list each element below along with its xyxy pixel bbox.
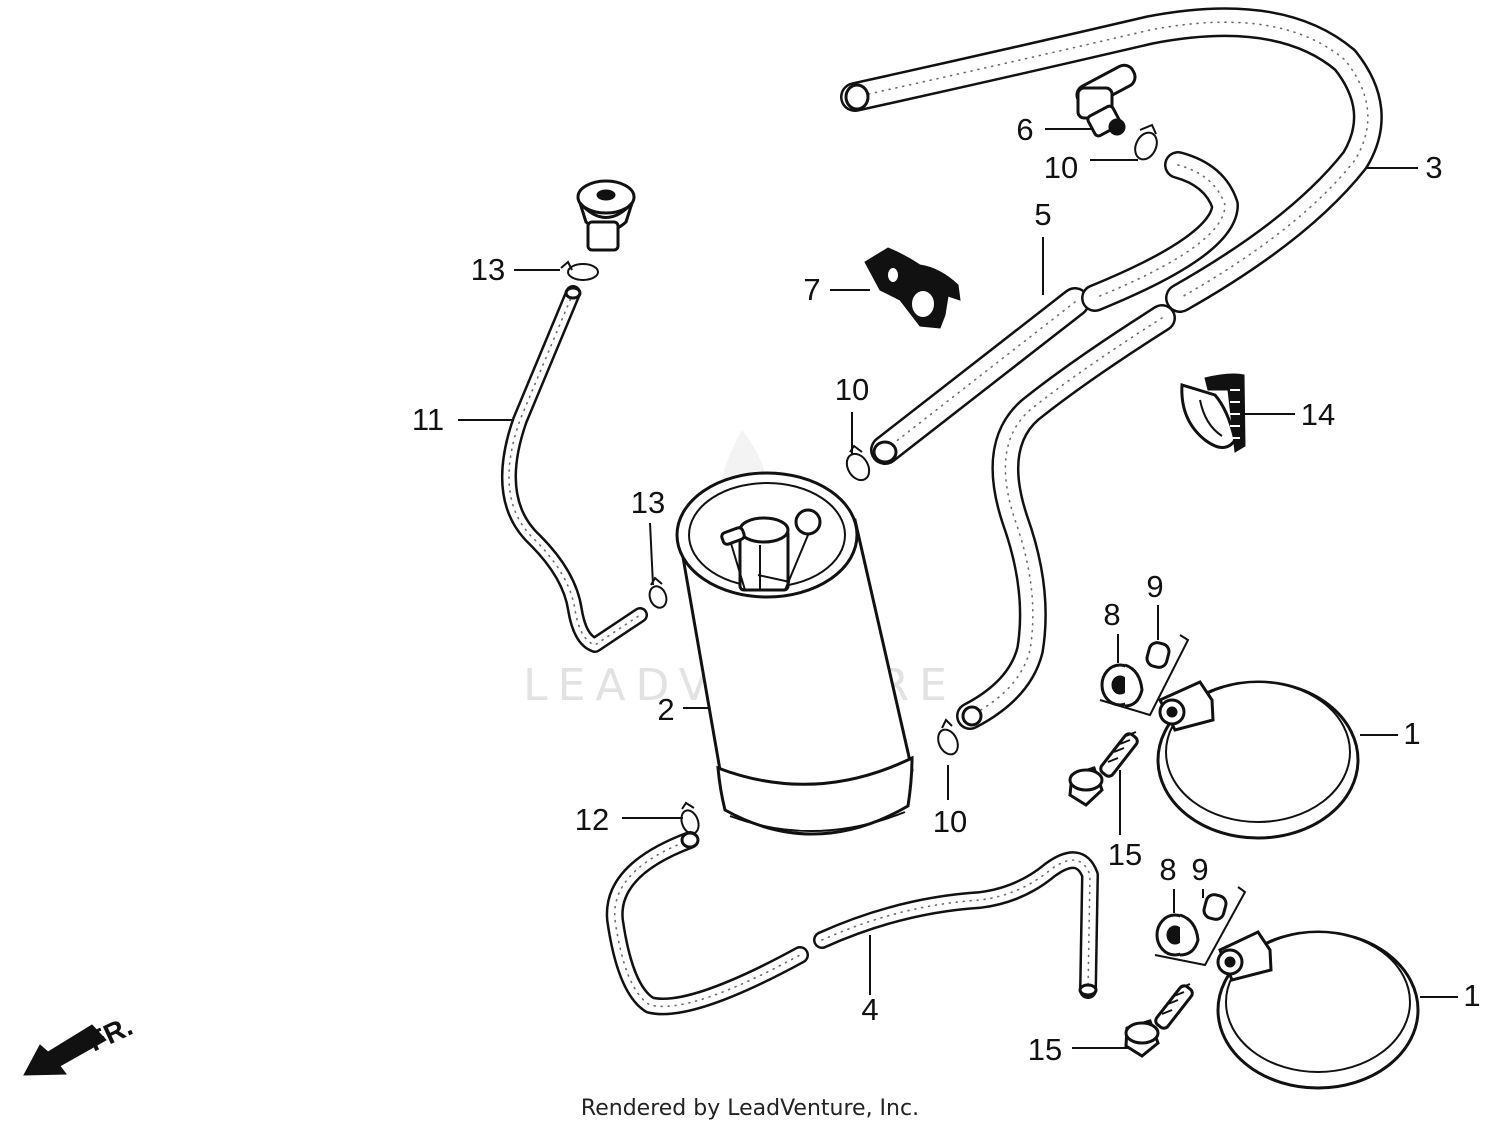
leader-line — [649, 522, 654, 586]
callout-c14: 14 — [1301, 397, 1335, 432]
hose-end-opening — [680, 831, 700, 849]
hose-end-opening — [844, 83, 870, 111]
callout-c1b: 1 — [1463, 978, 1480, 1013]
hose-5-lower — [870, 287, 1090, 465]
callout-c8a: 8 — [1103, 597, 1120, 632]
hose-4-left — [605, 831, 809, 1016]
callout-c13a: 13 — [471, 252, 505, 287]
hose-3-branch — [956, 304, 1176, 730]
clip-13-top — [560, 260, 599, 281]
callout-c2: 2 — [657, 692, 674, 727]
callout-c10b: 10 — [835, 372, 869, 407]
hose-bracket — [864, 247, 961, 329]
callout-c5: 5 — [1034, 197, 1051, 232]
clip-13-mid — [648, 576, 668, 609]
callout-c10c: 10 — [933, 804, 967, 839]
canister — [675, 471, 914, 836]
callout-c3: 3 — [1425, 150, 1442, 185]
hose-end-opening — [564, 286, 582, 300]
elbow-fitting — [1075, 63, 1137, 138]
clip-10-top — [1134, 123, 1158, 161]
vent-cap — [576, 179, 636, 252]
hose-4-right — [813, 851, 1099, 999]
collar-lower — [1154, 886, 1247, 967]
callout-c15a: 15 — [1108, 837, 1142, 872]
callout-c15b: 15 — [1028, 1032, 1062, 1067]
hose-end-opening — [872, 440, 898, 464]
flange-bolt-upper — [1068, 731, 1139, 807]
footer-credit: Rendered by LeadVenture, Inc. — [580, 1096, 920, 1121]
hose-clip — [1180, 373, 1246, 453]
callout-c9b: 9 — [1191, 852, 1208, 887]
callout-c11: 11 — [412, 402, 444, 437]
front-direction-label: FR. — [83, 1010, 137, 1057]
hose-11 — [500, 285, 648, 653]
callout-c12: 12 — [575, 802, 609, 837]
callout-c8b: 8 — [1159, 852, 1176, 887]
callout-c7: 7 — [803, 272, 820, 307]
callout-c1a: 1 — [1403, 716, 1420, 751]
clip-12 — [680, 801, 700, 835]
hose-3-upper — [840, 7, 1383, 313]
clip-10-low — [937, 718, 959, 756]
band-clamp-lower — [1216, 930, 1420, 1090]
flange-bolt-lower — [1124, 983, 1194, 1058]
callout-c6: 6 — [1016, 112, 1033, 147]
callout-c10a: 10 — [1044, 150, 1078, 185]
callout-c4: 4 — [861, 992, 878, 1027]
front-arrow-icon: FR. — [23, 1010, 137, 1076]
band-clamp-upper — [1156, 680, 1360, 840]
collar-upper — [1099, 634, 1190, 717]
clip-10-mid — [845, 444, 871, 482]
hose-end-opening — [1078, 983, 1098, 997]
callout-c9a: 9 — [1146, 569, 1163, 604]
hose-end-opening — [961, 705, 983, 727]
hose-5-upper — [1081, 151, 1239, 312]
callout-c13b: 13 — [631, 485, 665, 520]
